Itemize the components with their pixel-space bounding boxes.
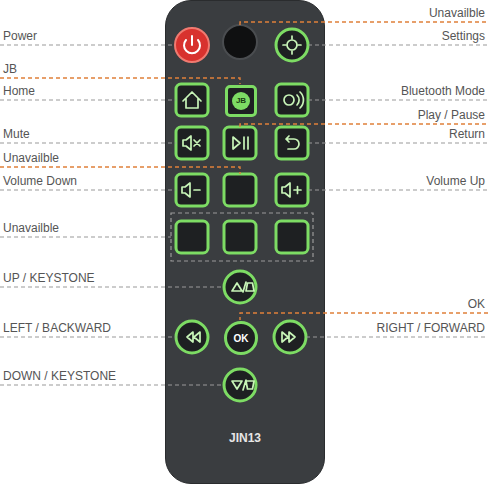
blank-button bbox=[276, 221, 308, 253]
down-button bbox=[224, 369, 256, 401]
callout-label: Home bbox=[3, 84, 35, 98]
button-text: OK bbox=[234, 333, 249, 344]
ok-button: OK bbox=[224, 321, 258, 355]
bluetooth-button bbox=[276, 84, 308, 116]
volume-down-icon bbox=[182, 183, 200, 197]
power-icon bbox=[184, 36, 200, 53]
callout-label: Mute bbox=[3, 127, 30, 141]
callout-label: DOWN / KEYSTONE bbox=[3, 369, 116, 383]
left-button bbox=[176, 321, 208, 353]
play-button bbox=[224, 127, 256, 159]
leader-line bbox=[0, 189, 176, 190]
settings-button bbox=[276, 29, 308, 61]
callout-label: UP / KEYSTONE bbox=[3, 271, 95, 285]
callout-label: OK bbox=[468, 297, 485, 311]
callout-label: RIGHT / FORWARD bbox=[377, 321, 485, 335]
callout-label: Play / Pause bbox=[418, 108, 485, 122]
callout-label: Unavailble bbox=[429, 6, 485, 20]
leader-line bbox=[306, 336, 488, 337]
volume-up-icon bbox=[282, 183, 301, 197]
blank-button bbox=[176, 221, 208, 253]
callout-label: Bluetooth Mode bbox=[401, 84, 485, 98]
button-text: JIN13 bbox=[166, 431, 324, 445]
home-button bbox=[176, 84, 208, 116]
gear-icon bbox=[287, 40, 297, 50]
leader-line bbox=[0, 44, 175, 45]
home-icon bbox=[183, 92, 201, 108]
return-button bbox=[276, 127, 308, 159]
blank-button bbox=[224, 174, 256, 206]
leader-line bbox=[308, 99, 488, 100]
callout-label: Power bbox=[3, 29, 37, 43]
volume-down-button bbox=[176, 174, 208, 206]
leader-line bbox=[240, 22, 488, 25]
blank-button bbox=[224, 221, 256, 253]
callout-label: Unavailble bbox=[3, 221, 59, 235]
mute-button bbox=[176, 127, 208, 159]
down-keystone-icon bbox=[232, 380, 254, 390]
right-button bbox=[274, 321, 306, 353]
rewind-icon bbox=[187, 332, 200, 342]
jb-button: JB bbox=[225, 85, 257, 117]
mute-icon bbox=[194, 140, 200, 146]
callout-label: JB bbox=[3, 62, 17, 76]
bluetooth-icon bbox=[297, 92, 303, 108]
callout-label: LEFT / BACKWARD bbox=[3, 321, 111, 335]
leader-line bbox=[0, 286, 224, 287]
callout-label: Volume Down bbox=[3, 174, 77, 188]
leader-line bbox=[0, 167, 240, 174]
up-keystone-icon bbox=[232, 282, 254, 292]
return-icon bbox=[286, 136, 299, 149]
leader-line bbox=[0, 236, 171, 237]
callout-label: Volume Up bbox=[426, 174, 485, 188]
bluetooth-icon bbox=[284, 95, 294, 105]
leader-line bbox=[240, 313, 488, 320]
button-text: JB bbox=[232, 92, 250, 110]
gear-icon bbox=[283, 36, 301, 54]
power-button bbox=[175, 28, 209, 62]
callout-label: Unavailble bbox=[3, 151, 59, 165]
blank-round-button bbox=[223, 25, 257, 59]
leader-line bbox=[308, 189, 488, 190]
forward-icon bbox=[282, 332, 295, 342]
leader-line bbox=[0, 142, 176, 143]
volume-up-button bbox=[276, 174, 308, 206]
group-bracket bbox=[171, 213, 313, 261]
up-button bbox=[224, 271, 256, 303]
leader-line bbox=[0, 78, 240, 84]
leader-line bbox=[308, 44, 488, 45]
leader-line bbox=[0, 384, 224, 385]
leader-line bbox=[308, 142, 488, 143]
play-pause-icon bbox=[233, 137, 248, 149]
leader-line bbox=[240, 124, 488, 127]
callout-label: Return bbox=[449, 127, 485, 141]
leader-line bbox=[0, 99, 176, 100]
callout-label: Settings bbox=[442, 29, 485, 43]
leader-line bbox=[0, 336, 176, 337]
speaker-icon bbox=[183, 136, 191, 150]
